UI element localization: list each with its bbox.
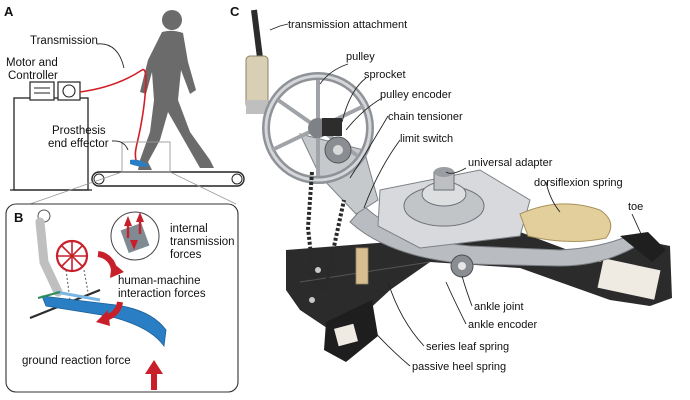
label-hmi-2: interaction forces [118,288,206,300]
label-limit-switch: limit switch [400,133,453,145]
label-transmission-attachment: transmission attachment [288,19,407,31]
label-passive-heel-spring: passive heel spring [412,361,506,373]
label-internal-3: forces [170,249,202,261]
leader-lines [269,23,643,367]
foot-highlight [55,290,101,302]
label-internal-1: internal [170,223,208,235]
label-series-leaf-spring: series leaf spring [426,341,509,353]
walking-person-silhouette [138,10,214,171]
label-prosthesis-1: Prosthesis [52,125,106,137]
label-pulley-encoder: pulley encoder [380,89,452,101]
label-transmission: Transmission [30,35,98,47]
label-toe: toe [628,201,643,213]
panel-b: B [5,203,239,393]
panel-c: C [230,4,672,373]
label-sprocket: sprocket [364,69,406,81]
label-prosthesis-2: end effector [48,138,109,150]
pulley-wheel [262,72,374,184]
label-chain-tensioner: chain tensioner [388,111,463,123]
leader-transmission [96,43,125,69]
sprocket-assembly [322,118,352,164]
end-effector-zoom-box [121,141,171,173]
hmi-arrowhead-1 [110,262,124,278]
label-dorsiflexion-spring: dorsiflexion spring [534,177,623,189]
zoom-line-left [29,171,123,205]
dorsiflexion-spring-body [519,203,612,243]
panel-a-letter: A [4,4,14,19]
leader-prosthesis [111,140,129,151]
toe-tip [620,232,666,262]
blue-foot-plate [41,295,167,348]
transmission-tether-cable [79,69,147,161]
drive-chain [305,171,346,294]
green-accent [37,291,61,299]
label-ankle-joint: ankle joint [474,301,524,313]
ankle-joint-bolt [450,254,474,278]
label-hmi-1: human-machine [118,275,200,287]
label-ankle-encoder: ankle encoder [468,319,537,331]
internal-forces-inset [110,211,160,261]
label-internal-2: transmission [170,236,235,248]
hmi-arrowhead-2 [96,310,110,326]
panel-c-letter: C [230,4,240,19]
panel-b-letter: B [14,210,23,225]
panel-a: A Transmission Motor [4,4,245,205]
label-motor-controller-2: Controller [8,70,58,82]
prosthesis-schematic [35,209,89,301]
grf-arrowhead [145,360,163,374]
label-universal-adapter: universal adapter [468,157,553,169]
universal-adapter [403,167,485,227]
label-pulley: pulley [346,51,375,63]
label-grf: ground reaction force [22,355,131,367]
panel-b-frame [5,203,239,393]
motor-controller-unit [10,81,92,191]
transmission-attachment-tube [245,9,269,114]
zoom-line-right [169,171,237,205]
heel-spacer [355,247,369,285]
end-effector-foot [130,159,150,167]
label-motor-controller-1: Motor and [6,57,58,69]
